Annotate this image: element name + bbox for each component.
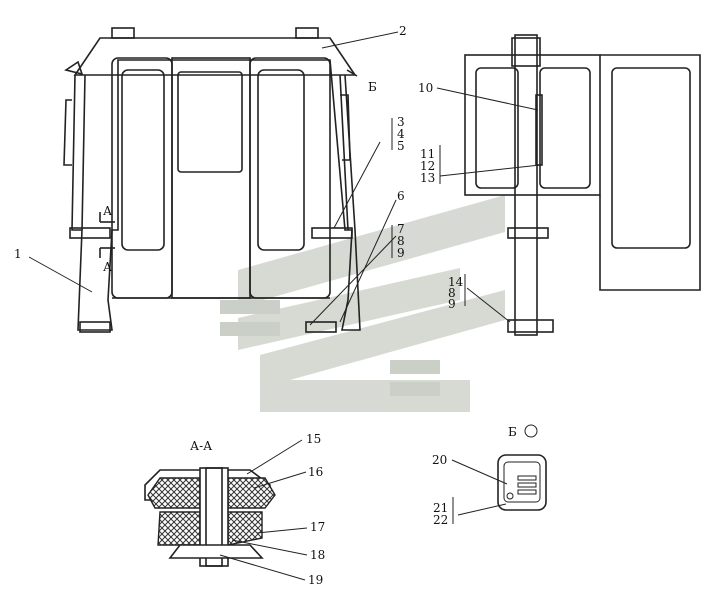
callout-16: 16: [308, 465, 323, 479]
section-aa: [144, 467, 276, 567]
callout-17: 17: [310, 520, 325, 534]
callout-6: 6: [397, 189, 405, 203]
cab-front-view: [63, 27, 361, 333]
callout-labels: 1 2 3 4 5 6 7 8 9 10 11 12 13 14 8 9 15 …: [14, 24, 464, 587]
callout-3: 3: [397, 115, 405, 129]
callout-12: 12: [420, 159, 435, 173]
callout-19: 19: [308, 573, 323, 587]
callout-8: 8: [397, 234, 405, 248]
callout-18: 18: [310, 548, 325, 562]
callout-14: 14: [448, 275, 464, 289]
callout-9: 9: [397, 246, 405, 260]
callout-1: 1: [14, 247, 22, 261]
view-b-detail: [497, 454, 547, 511]
section-mark-a-bottom: А: [103, 260, 112, 274]
callout-21: 21: [433, 501, 448, 515]
cab-side-view: [464, 34, 701, 336]
view-mark-b: Б: [368, 80, 377, 94]
callout-15: 15: [306, 432, 321, 446]
view-b-title: Б: [508, 425, 517, 439]
callout-2: 2: [399, 24, 407, 38]
callout-5: 5: [397, 139, 405, 153]
section-aa-title: А-А: [190, 439, 212, 453]
callout-22: 22: [433, 513, 448, 527]
callout-20: 20: [432, 453, 447, 467]
section-mark-a-top: А: [103, 204, 112, 218]
callout-10: 10: [418, 81, 433, 95]
leader-lines: [28, 31, 541, 581]
callout-7: 7: [397, 222, 405, 236]
callout-11: 11: [420, 147, 435, 161]
watermark-logo: [220, 195, 505, 412]
callout-9-side: 9: [448, 297, 456, 311]
callout-4: 4: [397, 127, 405, 141]
callout-8-side: 8: [448, 286, 456, 300]
callout-13: 13: [420, 171, 435, 185]
section-titles: А А Б А-А Б: [103, 80, 517, 453]
